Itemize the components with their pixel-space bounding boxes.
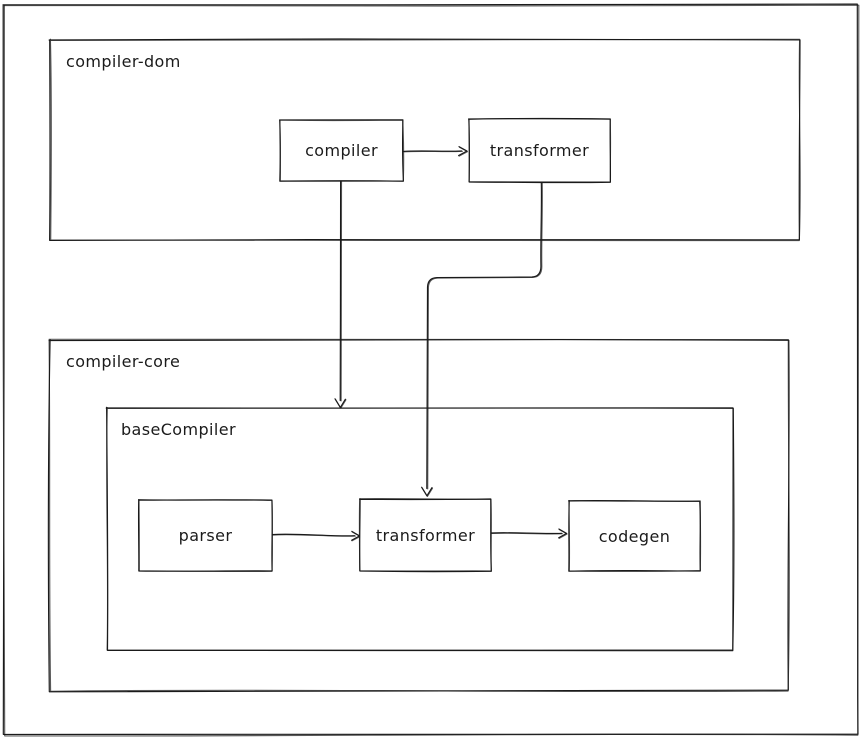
node-compiler[interactable] (279, 119, 405, 182)
node-transformer-core[interactable] (358, 498, 492, 573)
base-compiler-box[interactable] (105, 406, 735, 652)
node-parser[interactable] (137, 499, 274, 573)
base-compiler-label: baseCompiler (121, 420, 236, 439)
outer-frame[interactable] (2, 3, 860, 737)
edge-transformer-dom-to-transformer-core[interactable] (421, 181, 543, 497)
node-transformer-dom[interactable] (468, 117, 612, 184)
stroke (2, 4, 860, 737)
transformer-dom-node-label: transformer (489, 141, 590, 160)
stroke (491, 532, 563, 535)
stroke (272, 534, 356, 537)
compiler-dom-label: compiler-dom (66, 52, 181, 71)
stroke (334, 398, 347, 409)
transformer-core-node-label: transformer (375, 525, 476, 545)
edge-parser-to-transformer-core[interactable] (271, 530, 361, 542)
compiler-node-label: compiler (305, 141, 378, 160)
codegen-node-label: codegen (598, 526, 671, 546)
parser-node-label: parser (178, 526, 233, 545)
edge-compiler-to-transformer-dom[interactable] (402, 146, 469, 157)
stroke (427, 181, 543, 490)
stroke (48, 38, 801, 242)
stroke (558, 529, 568, 539)
stroke (358, 498, 492, 572)
stroke (421, 487, 434, 497)
stroke (458, 146, 469, 157)
node-codegen[interactable] (568, 500, 702, 573)
stroke (403, 150, 463, 153)
stroke (468, 118, 612, 183)
compiler-core-label: compiler-core (66, 352, 181, 371)
edge-compiler-to-basecompiler[interactable] (334, 180, 347, 409)
compiler-core-box[interactable] (47, 338, 790, 693)
edge-transformer-core-to-codegen[interactable] (490, 528, 568, 539)
stroke (138, 499, 274, 573)
compiler-dom-box[interactable] (48, 38, 801, 242)
stroke (568, 500, 702, 573)
stroke (279, 119, 405, 182)
stroke (105, 407, 734, 651)
stroke (426, 181, 543, 490)
stroke (48, 338, 790, 693)
